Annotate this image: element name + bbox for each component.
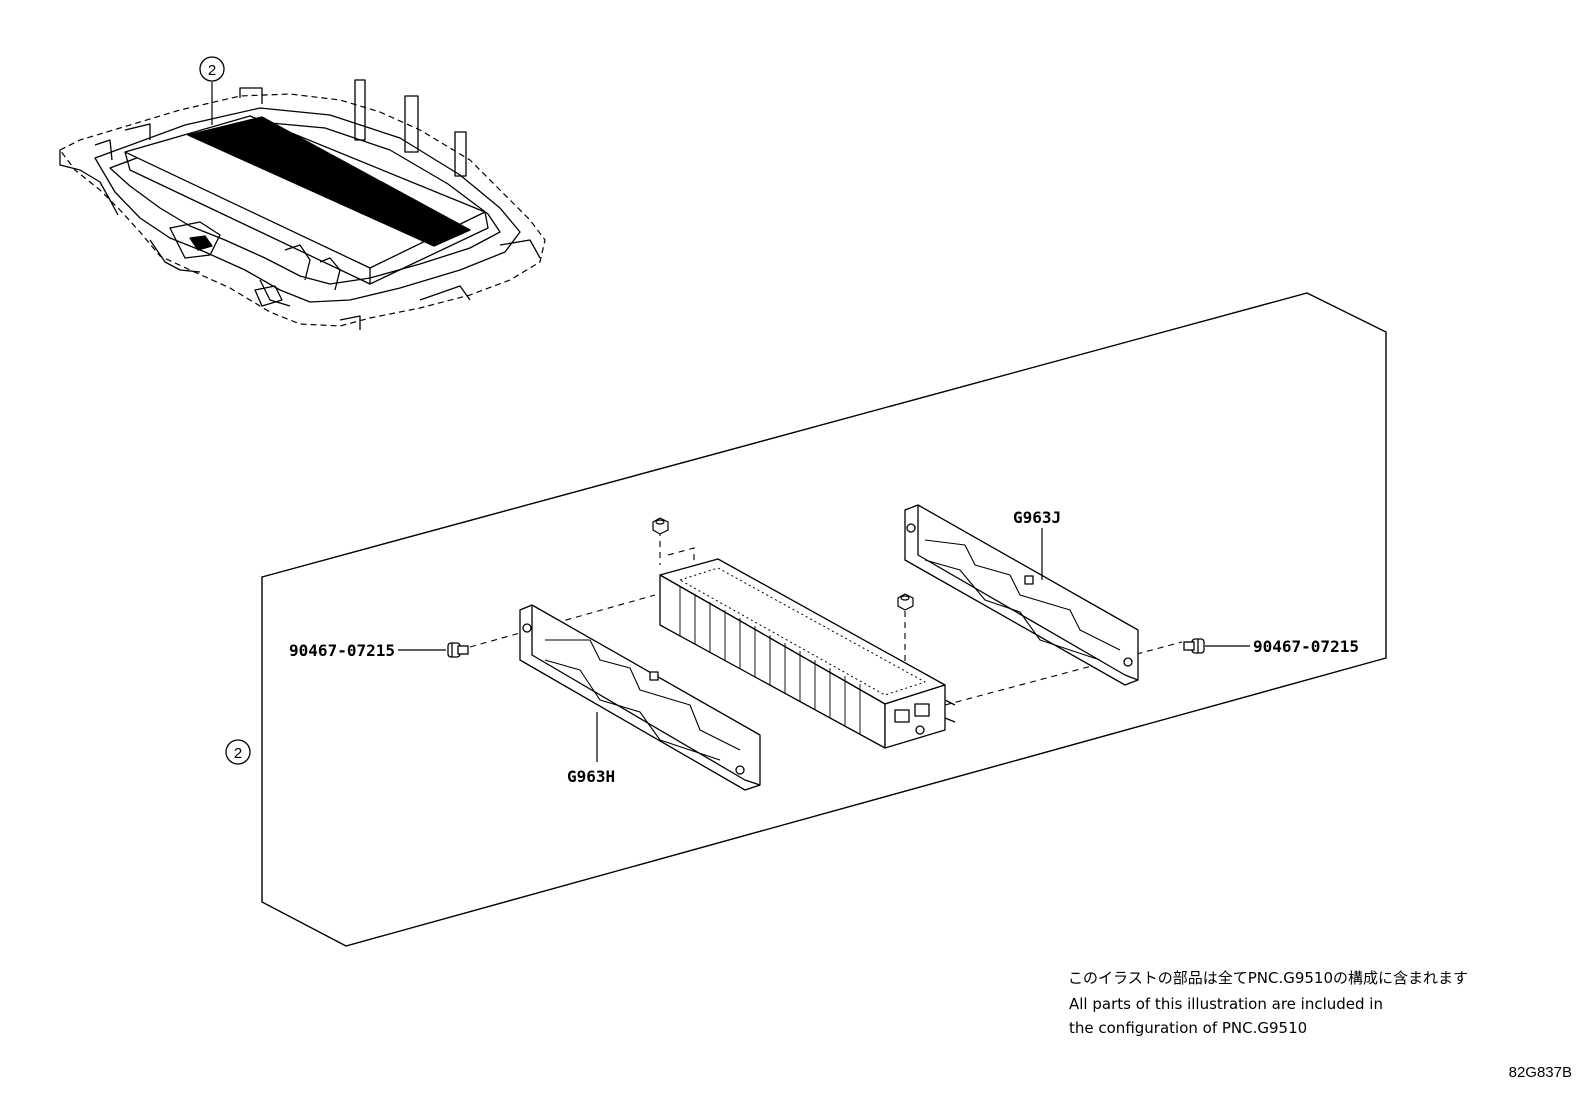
note-japanese: このイラストの部品は全てPNC.G9510の構成に含まれます [1068, 969, 1468, 987]
nut-top-right [897, 593, 914, 611]
nut-top-left [652, 517, 669, 535]
battery-module [659, 558, 956, 749]
callout-circle-left [225, 739, 251, 765]
bracket-right [904, 504, 1139, 686]
callout-number-top: 2 [208, 62, 216, 79]
callout-circle-top [199, 56, 225, 82]
battery-tray-overview [59, 79, 546, 330]
bracket-left [519, 604, 761, 791]
assembly-guide-lines [469, 530, 1183, 706]
note-english-line1: All parts of this illustration are inclu… [1069, 995, 1383, 1013]
assembly-frame [261, 292, 1387, 947]
part-number-bracket-left: G963H [567, 767, 615, 786]
note-english-line2: the configuration of PNC.G9510 [1069, 1019, 1307, 1037]
bolt-right [1183, 638, 1205, 654]
part-number-bolt-left: 90467-07215 [289, 641, 395, 660]
part-number-bracket-right: G963J [1013, 508, 1061, 527]
callout-number-left: 2 [234, 745, 242, 762]
bolt-left [447, 642, 469, 658]
part-number-bolt-right: 90467-07215 [1253, 637, 1359, 656]
illustration-code: 82G837B [1509, 1064, 1572, 1081]
